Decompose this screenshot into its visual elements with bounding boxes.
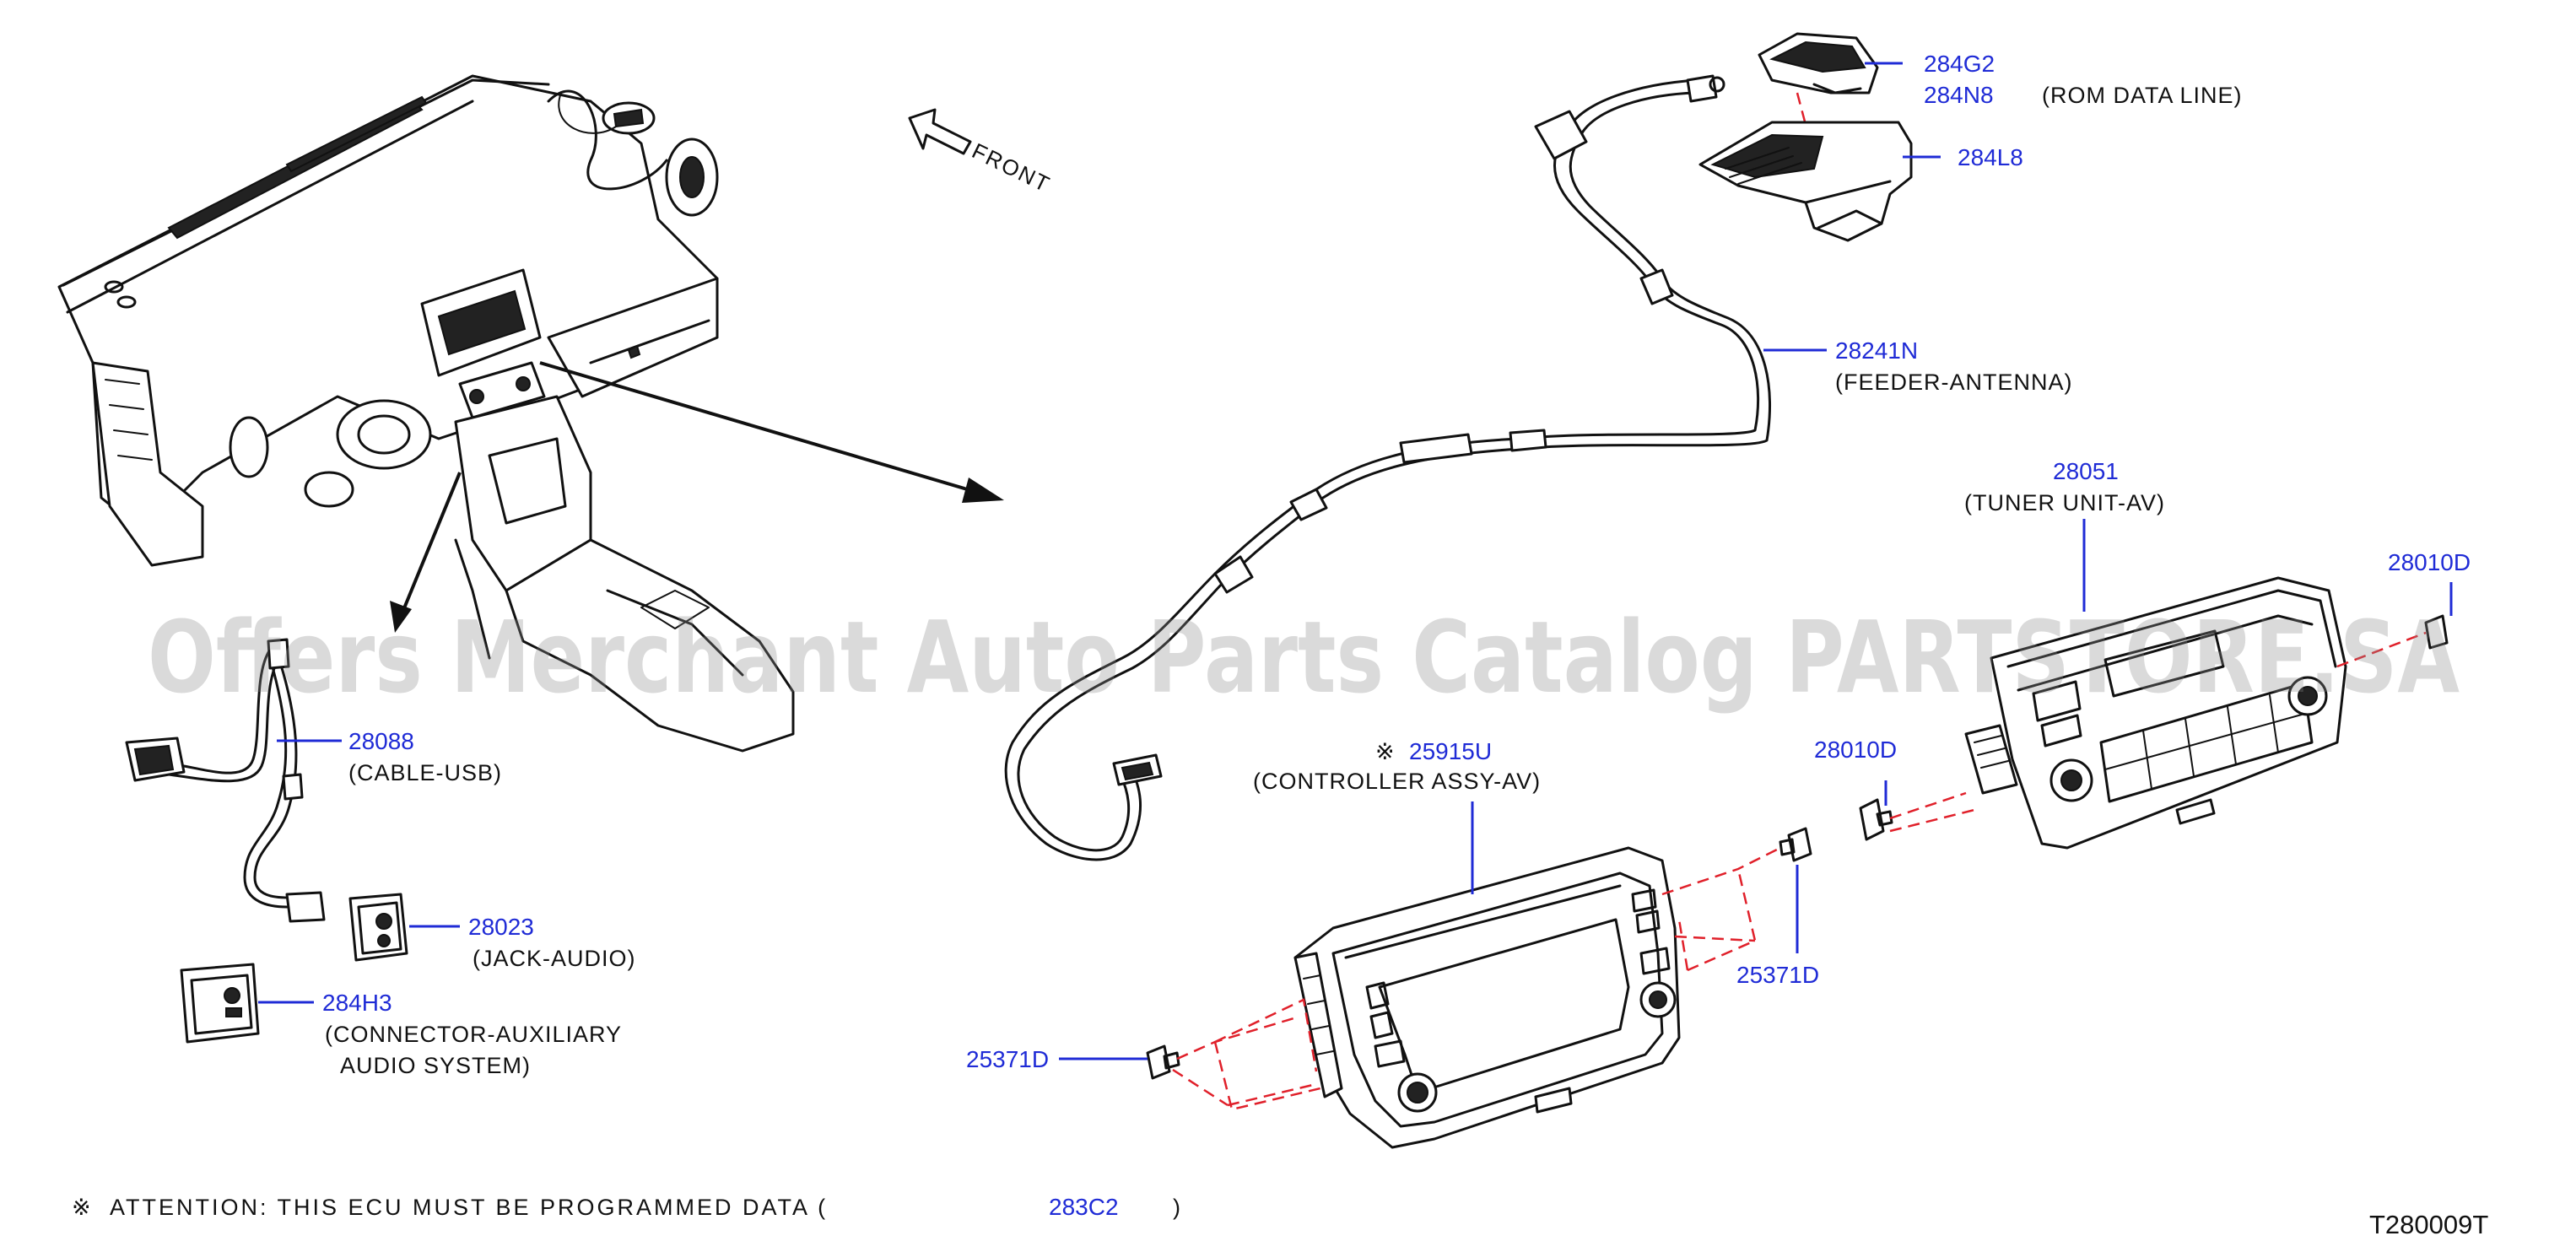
tuner-unit-illustration	[1859, 576, 2449, 850]
diagram-id: T280009T	[2369, 1210, 2488, 1239]
attention-text: ATTENTION: THIS ECU MUST BE PROGRAMMED D…	[110, 1195, 828, 1220]
watermark-text: Offers Merchant Auto Parts Catalog PARTS…	[148, 599, 2460, 715]
part-label-284H3[interactable]: 284H3	[322, 990, 392, 1016]
attention-close: )	[1173, 1195, 1183, 1220]
aux-connector-illustration	[180, 963, 260, 1044]
part-desc-25915U: (CONTROLLER ASSY-AV)	[1253, 769, 1541, 794]
part-label-284L8[interactable]: 284L8	[1958, 144, 2023, 170]
dashboard-illustration	[57, 74, 795, 753]
usb-cable-illustration	[125, 638, 326, 923]
attention-note: ※ ATTENTION: THIS ECU MUST BE PROGRAMMED…	[72, 1194, 1183, 1220]
part-desc-28023: (JACK-AUDIO)	[473, 946, 636, 971]
part-label-28051[interactable]: 28051	[2053, 458, 2119, 484]
feeder-antenna-illustration	[1004, 74, 1772, 861]
part-label-25915U[interactable]: 25915U	[1409, 738, 1492, 764]
direction-arrows	[390, 361, 1004, 633]
front-indicator: FRONT	[908, 108, 1055, 197]
leader-lines	[258, 62, 2453, 1060]
part-label-284N8[interactable]: 284N8	[1924, 82, 1994, 108]
part-label-28023[interactable]: 28023	[468, 914, 534, 940]
part-desc-28241N: (FEEDER-ANTENNA)	[1835, 370, 2073, 395]
part-desc-28088: (CABLE-USB)	[348, 760, 502, 785]
part-desc-284H3-line1: (CONNECTOR-AUXILIARY	[325, 1022, 622, 1047]
part-label-25371D-right[interactable]: 25371D	[1736, 962, 1819, 988]
audio-jack-illustration	[348, 893, 408, 962]
part-label-28010D-left[interactable]: 28010D	[1814, 737, 1897, 763]
part-labels: 284G2 284N8 (ROM DATA LINE) 284L8 28241N…	[322, 51, 2471, 1078]
part-desc-284H3-line2: AUDIO SYSTEM)	[340, 1053, 531, 1078]
part-mark-25915U: ※	[1375, 739, 1396, 764]
part-label-25371D-left[interactable]: 25371D	[966, 1046, 1049, 1072]
part-label-284G2[interactable]: 284G2	[1924, 51, 1995, 77]
part-label-28010D-right[interactable]: 28010D	[2388, 549, 2471, 575]
part-label-28241N[interactable]: 28241N	[1835, 337, 1918, 364]
controller-assy-illustration	[1146, 827, 1812, 1149]
part-desc-28051: (TUNER UNIT-AV)	[1964, 490, 2165, 515]
front-label: FRONT	[968, 138, 1055, 197]
rom-data-module-illustration	[1698, 32, 1913, 242]
part-desc-284N8: (ROM DATA LINE)	[2042, 83, 2243, 108]
attention-mark: ※	[72, 1195, 94, 1220]
attention-part-code[interactable]: 283C2	[1049, 1194, 1119, 1220]
part-label-28088[interactable]: 28088	[348, 728, 414, 754]
